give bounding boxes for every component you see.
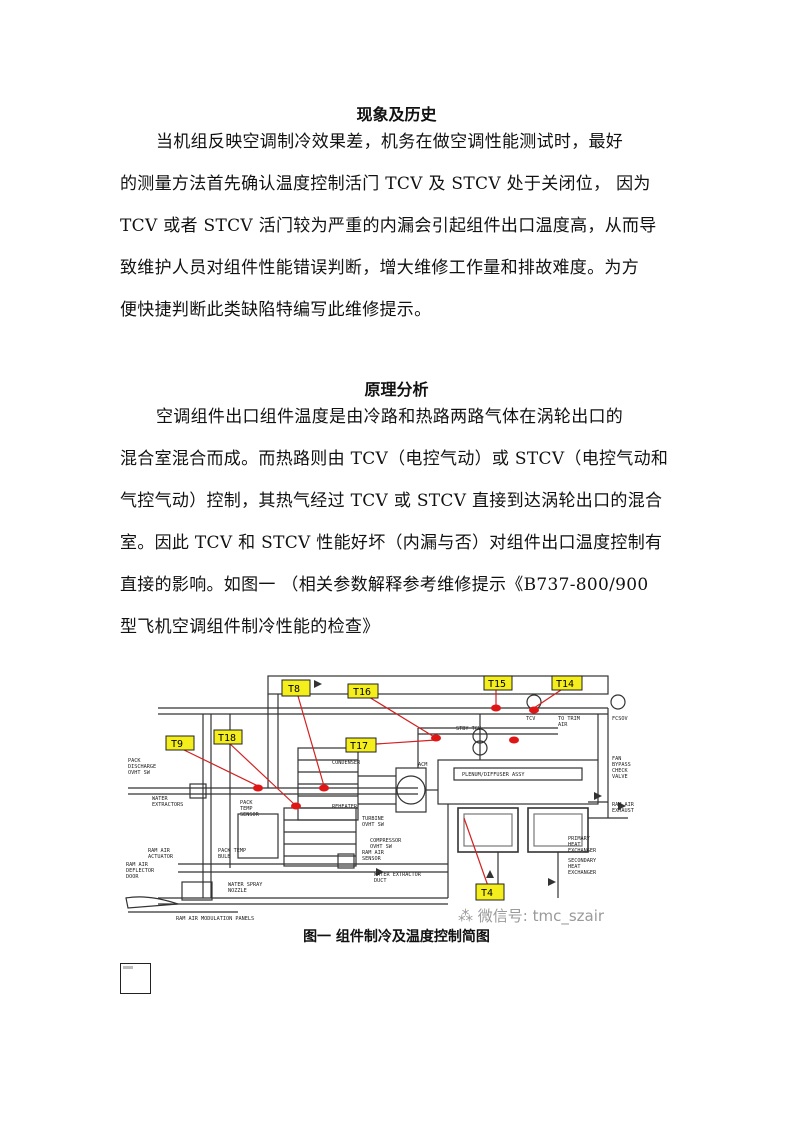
text-line: 混合室混合而成。而热路则由 TCV（电控气动）或 STCV（电控气动和 <box>120 449 669 469</box>
text-line: 室。因此 TCV 和 STCV 性能好坏（内漏与否）对组件出口温度控制有 <box>120 533 663 553</box>
label-pack-temp-sensor: PACK <box>240 800 253 806</box>
sensor-tags: T8 T16 T15 T14 T9 <box>165 675 583 901</box>
text-line: 气控气动）控制，其热气经过 TCV 或 STCV 直接到达涡轮出口的混合 <box>120 491 663 511</box>
tag-t4: T4 <box>475 883 505 901</box>
label-plenum: PLENUM/DIFFUSER ASSY <box>462 772 525 778</box>
label-fan-bypass: VALVE <box>612 774 628 780</box>
label-ram-air-actuator: RAM AIR <box>148 848 171 854</box>
text-line: 致维护人员对组件性能错误判断，增大维修工作量和排故难度。为方 <box>120 258 639 278</box>
tag-t8-label: T8 <box>288 684 300 695</box>
label-primary-hx: EXCHANGER <box>568 848 597 854</box>
tag-t18: T18 <box>213 729 243 745</box>
text-line: 的测量方法首先确认温度控制活门 TCV 及 STCV 处于关闭位， 因为 <box>120 174 651 194</box>
tag-t14-label: T14 <box>556 679 574 690</box>
label-fcsov: FCSOV <box>612 716 628 722</box>
image-placeholder-icon <box>120 963 151 994</box>
text-line: 型飞机空调组件制冷性能的检查》 <box>120 617 380 637</box>
label-water-spray-nozzle: NOZZLE <box>228 888 247 894</box>
label-ram-air-deflector: DEFLECTOR <box>126 868 155 874</box>
label-water-extractors: WATER <box>152 796 168 802</box>
text-line: 直接的影响。如图一 （相关参数解释参考维修提示《B737-800/900 <box>120 575 649 595</box>
label-compressor-ovht: OVHT SW <box>370 844 393 850</box>
label-ram-air-sensor: SENSOR <box>362 856 382 862</box>
duct-lines <box>125 675 628 913</box>
component-labels: PACK DISCHARGE OVHT SW WATER EXTRACTORS … <box>126 716 635 922</box>
label-pack-discharge: OVHT SW <box>128 770 151 776</box>
label-water-extractors: EXTRACTORS <box>152 802 183 808</box>
label-turbine-ovht: OVHT SW <box>362 822 385 828</box>
tag-t15: T15 <box>483 675 513 691</box>
label-condenser: CONDENSER <box>332 760 361 766</box>
tag-t4-label: T4 <box>481 888 493 899</box>
label-ram-air-deflector: RAM AIR <box>126 862 149 868</box>
thumbnail-mark <box>123 966 133 969</box>
pack-schematic-figure: T8 T16 T15 T14 T9 <box>118 668 648 958</box>
label-ram-air-modulation: RAM AIR MODULATION PANELS <box>176 916 254 922</box>
paragraph-history: 当机组反映空调制冷效果差，机务在做空调性能测试时，最好 的测量方法首先确认温度控… <box>120 121 680 331</box>
label-pack-temp-sensor: TEMP <box>240 806 253 812</box>
label-water-spray-nozzle: WATER SPRAY <box>228 882 263 888</box>
pack-schematic-diagram: T8 T16 T15 T14 T9 <box>125 675 635 922</box>
label-turbine-ovht: TURBINE <box>362 816 384 822</box>
text-line: 便快捷判断此类缺陷特编写此维修提示。 <box>120 300 432 320</box>
label-fan-bypass: BYPASS <box>612 762 631 768</box>
label-ram-air-exhaust: EXHAUST <box>612 808 634 814</box>
label-ram-air-actuator: ACTUATOR <box>148 854 174 860</box>
label-fan-bypass: CHECK <box>612 768 628 774</box>
tag-t9: T9 <box>165 735 195 751</box>
watermark-text: 微信号: tmc_szair <box>477 907 605 925</box>
tag-t17-label: T17 <box>350 741 368 752</box>
label-secondary-hx: HEAT <box>568 864 581 870</box>
tag-t14: T14 <box>551 675 583 691</box>
wechat-watermark: ⁂ 微信号: tmc_szair <box>458 905 604 926</box>
label-pack-temp-sensor: SENSOR <box>240 812 260 818</box>
label-ram-air-exhaust: RAM AIR <box>612 802 635 808</box>
label-pack-discharge: PACK <box>128 758 141 764</box>
tag-t15-label: T15 <box>488 679 506 690</box>
label-ram-air-deflector: DOOR <box>126 874 139 880</box>
section-heading-history: 现象及历史 <box>356 105 437 124</box>
label-acm: ACM <box>418 762 427 768</box>
wechat-icon: ⁂ <box>458 907 478 925</box>
leader-lines <box>183 687 565 887</box>
tag-t17: T17 <box>345 737 377 753</box>
label-water-extractor-duct: DUCT <box>374 878 387 884</box>
flow-arrows <box>314 680 626 886</box>
tag-t16: T16 <box>347 683 379 699</box>
label-ram-air-sensor: RAM AIR <box>362 850 385 856</box>
paragraph-principle: 空调组件出口组件温度是由冷路和热路两路气体在涡轮出口的 混合室混合而成。而热路则… <box>120 396 680 648</box>
text-line: 空调组件出口组件温度是由冷路和热路两路气体在涡轮出口的 <box>156 407 624 427</box>
label-reheater: REHEATER <box>332 804 358 810</box>
label-secondary-hx: EXCHANGER <box>568 870 597 876</box>
sensor-markers <box>253 704 539 810</box>
label-pack-temp-bulb: BULB <box>218 854 231 860</box>
text-line: 当机组反映空调制冷效果差，机务在做空调性能测试时，最好 <box>156 132 624 152</box>
label-stby-tcv: STBY TCV <box>456 726 481 732</box>
label-to-trim-air: TO TRIM <box>558 716 580 722</box>
text-line: TCV 或者 STCV 活门较为严重的内漏会引起组件出口温度高，从而导 <box>120 216 657 236</box>
tag-t16-label: T16 <box>353 687 371 698</box>
label-compressor-ovht: COMPRESSOR <box>370 838 402 844</box>
label-to-trim-air: AIR <box>558 722 568 728</box>
label-primary-hx: HEAT <box>568 842 581 848</box>
label-tcv: TCV <box>526 716 535 722</box>
label-fan-bypass: FAN <box>612 756 621 762</box>
label-pack-temp-bulb: PACK TEMP <box>218 848 246 854</box>
label-pack-discharge: DISCHARGE <box>128 764 156 770</box>
tag-t18-label: T18 <box>218 733 236 744</box>
figure-caption: 图一 组件制冷及温度控制简图 <box>303 929 490 945</box>
tag-t8: T8 <box>281 679 311 697</box>
label-primary-hx: PRIMARY <box>568 836 591 842</box>
label-secondary-hx: SECONDARY <box>568 858 597 864</box>
label-water-extractor-duct: WATER EXTRACTOR <box>374 872 422 878</box>
section-heading-principle: 原理分析 <box>364 380 429 399</box>
tag-t9-label: T9 <box>171 739 183 750</box>
